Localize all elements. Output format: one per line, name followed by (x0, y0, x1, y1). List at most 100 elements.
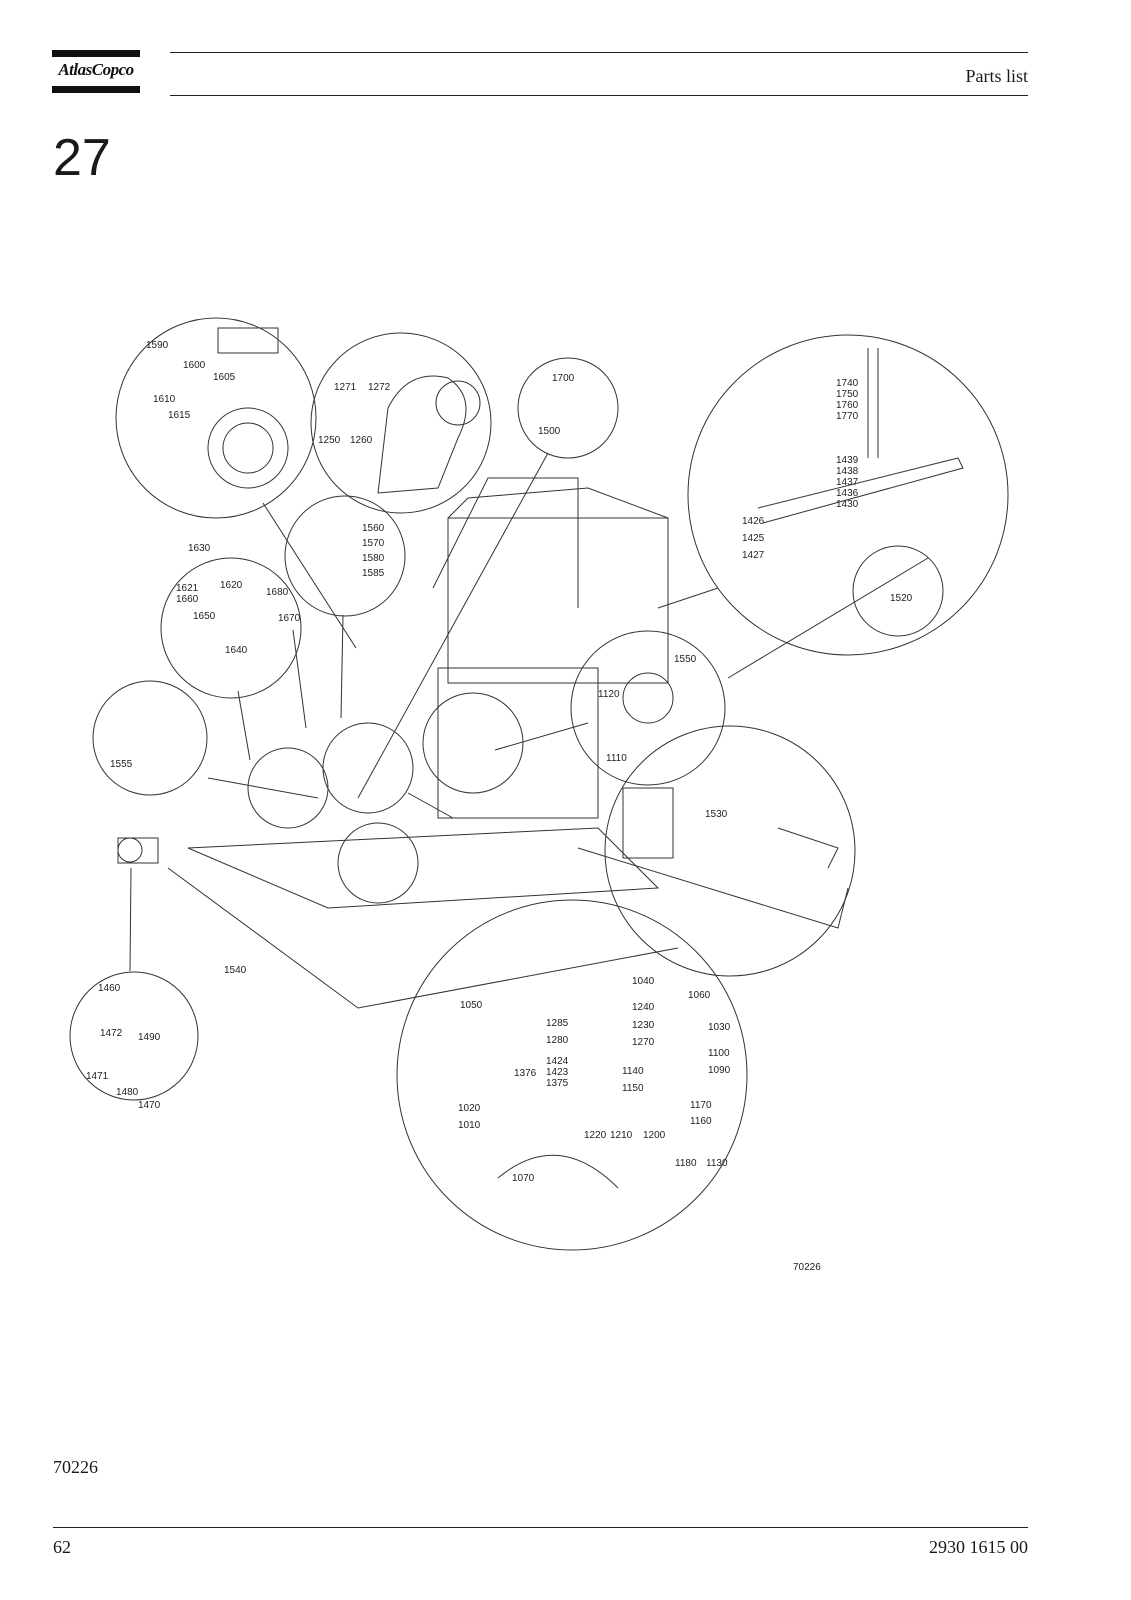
callout-1280: 1280 (546, 1035, 569, 1046)
detail-circle-fitting (517, 357, 619, 459)
callout-1560: 1560 (362, 523, 385, 534)
callout-1460: 1460 (98, 983, 121, 994)
callout-1660: 1660 (176, 594, 199, 605)
callout-1090: 1090 (708, 1065, 731, 1076)
callout-1640: 1640 (225, 645, 248, 656)
diagram-svg: 1590 1600 1605 1610 1615 1271 1272 1250 1260 1700… (69, 317, 1009, 1273)
detail-circle-bend (92, 680, 208, 796)
callout-1770: 1770 (836, 411, 859, 422)
callout-1439: 1439 (836, 455, 859, 466)
drawing-number: 70226 (793, 1262, 821, 1273)
callout-1427: 1427 (742, 550, 765, 561)
callout-1180: 1180 (675, 1158, 697, 1169)
callout-1070: 1070 (512, 1173, 535, 1184)
callout-1610: 1610 (153, 394, 176, 405)
machine-flange-b (322, 722, 414, 814)
callout-1750: 1750 (836, 389, 859, 400)
callout-1170: 1170 (690, 1100, 712, 1111)
callout-1585: 1585 (362, 568, 385, 579)
callout-1424: 1424 (546, 1056, 569, 1067)
callout-1680: 1680 (266, 587, 289, 598)
detail-circle-cover (115, 317, 317, 519)
callout-1700: 1700 (552, 373, 575, 384)
callout-1050: 1050 (460, 1000, 483, 1011)
callout-1425: 1425 (742, 533, 765, 544)
callout-1270: 1270 (632, 1037, 655, 1048)
callout-1550: 1550 (674, 654, 697, 665)
callout-1426: 1426 (742, 516, 765, 527)
callout-1140: 1140 (622, 1066, 644, 1077)
section-number: 27 (53, 129, 111, 187)
machine-flange-c (247, 747, 329, 829)
callout-1555: 1555 (110, 759, 133, 770)
callout-1210: 1210 (610, 1130, 633, 1141)
header-bottom-rule (170, 95, 1028, 96)
callout-1621: 1621 (176, 583, 199, 594)
callout-1110: 1110 (606, 753, 627, 764)
detail-circle-pressure (570, 630, 726, 786)
filter-housing (622, 787, 674, 859)
logo-bottom-bar (52, 86, 140, 93)
callout-1040: 1040 (632, 976, 655, 987)
callout-1760: 1760 (836, 400, 859, 411)
detail-circle-coupling (69, 971, 199, 1101)
callout-1150: 1150 (622, 1083, 644, 1094)
callout-1570: 1570 (362, 538, 385, 549)
callout-1230: 1230 (632, 1020, 655, 1031)
callout-1240: 1240 (632, 1002, 655, 1013)
callout-1250: 1250 (318, 435, 341, 446)
callout-1375: 1375 (546, 1078, 569, 1089)
callout-1030: 1030 (708, 1022, 731, 1033)
callout-1540: 1540 (224, 965, 247, 976)
callout-1670: 1670 (278, 613, 301, 624)
callout-1437: 1437 (836, 477, 859, 488)
callout-1285: 1285 (546, 1018, 569, 1029)
machine-upper-housing (447, 517, 669, 684)
machine-flange-d (337, 822, 419, 904)
callout-1376: 1376 (514, 1068, 537, 1079)
machine-flange-a (422, 692, 524, 794)
callout-1520: 1520 (890, 593, 913, 604)
callout-1260: 1260 (350, 435, 373, 446)
callout-1220: 1220 (584, 1130, 607, 1141)
detail-circle-valve (284, 495, 406, 617)
callout-1271: 1271 (334, 382, 357, 393)
callout-1470: 1470 (138, 1100, 161, 1111)
callout-labels: 1590 1600 1605 1610 1615 1271 1272 1250 1260 1700… (86, 340, 913, 1184)
callout-1060: 1060 (688, 990, 711, 1001)
header-title: Parts list (965, 66, 1028, 86)
callout-1436: 1436 (836, 488, 859, 499)
callout-1130: 1130 (706, 1158, 728, 1169)
callout-1010: 1010 (458, 1120, 481, 1131)
callout-1160: 1160 (690, 1116, 712, 1127)
detail-circle-electrical (396, 899, 748, 1251)
callout-1272: 1272 (368, 382, 391, 393)
machine-body (437, 667, 599, 819)
callout-1605: 1605 (213, 372, 236, 383)
callout-1615: 1615 (168, 410, 191, 421)
callout-1480: 1480 (116, 1087, 139, 1098)
header-top-rule (170, 52, 1028, 53)
footer-rule (53, 1527, 1028, 1528)
document-number: 2930 1615 00 (929, 1537, 1028, 1557)
page-number: 62 (53, 1537, 71, 1557)
callout-1472: 1472 (100, 1028, 123, 1039)
detail-circle-hoses (687, 334, 1009, 656)
callout-1600: 1600 (183, 360, 206, 371)
callout-1430: 1430 (836, 499, 859, 510)
callout-1471: 1471 (86, 1071, 109, 1082)
callout-1423: 1423 (546, 1067, 569, 1078)
callout-1200: 1200 (643, 1130, 666, 1141)
callout-1630: 1630 (188, 543, 211, 554)
detail-circle-filter (604, 725, 856, 977)
callout-1490: 1490 (138, 1032, 161, 1043)
exploded-parts-diagram: 1590 1600 1605 1610 1615 1271 1272 1250 1260 1700… (58, 308, 1038, 1308)
callout-1100: 1100 (708, 1048, 730, 1059)
callout-1590: 1590 (146, 340, 169, 351)
callout-1120: 1120 (598, 689, 620, 700)
callout-1580: 1580 (362, 553, 385, 564)
detail-circle-elbow (310, 332, 492, 514)
atlas-copco-logo: AtlasCopco (52, 50, 140, 94)
callout-1438: 1438 (836, 466, 859, 477)
callout-1020: 1020 (458, 1103, 481, 1114)
